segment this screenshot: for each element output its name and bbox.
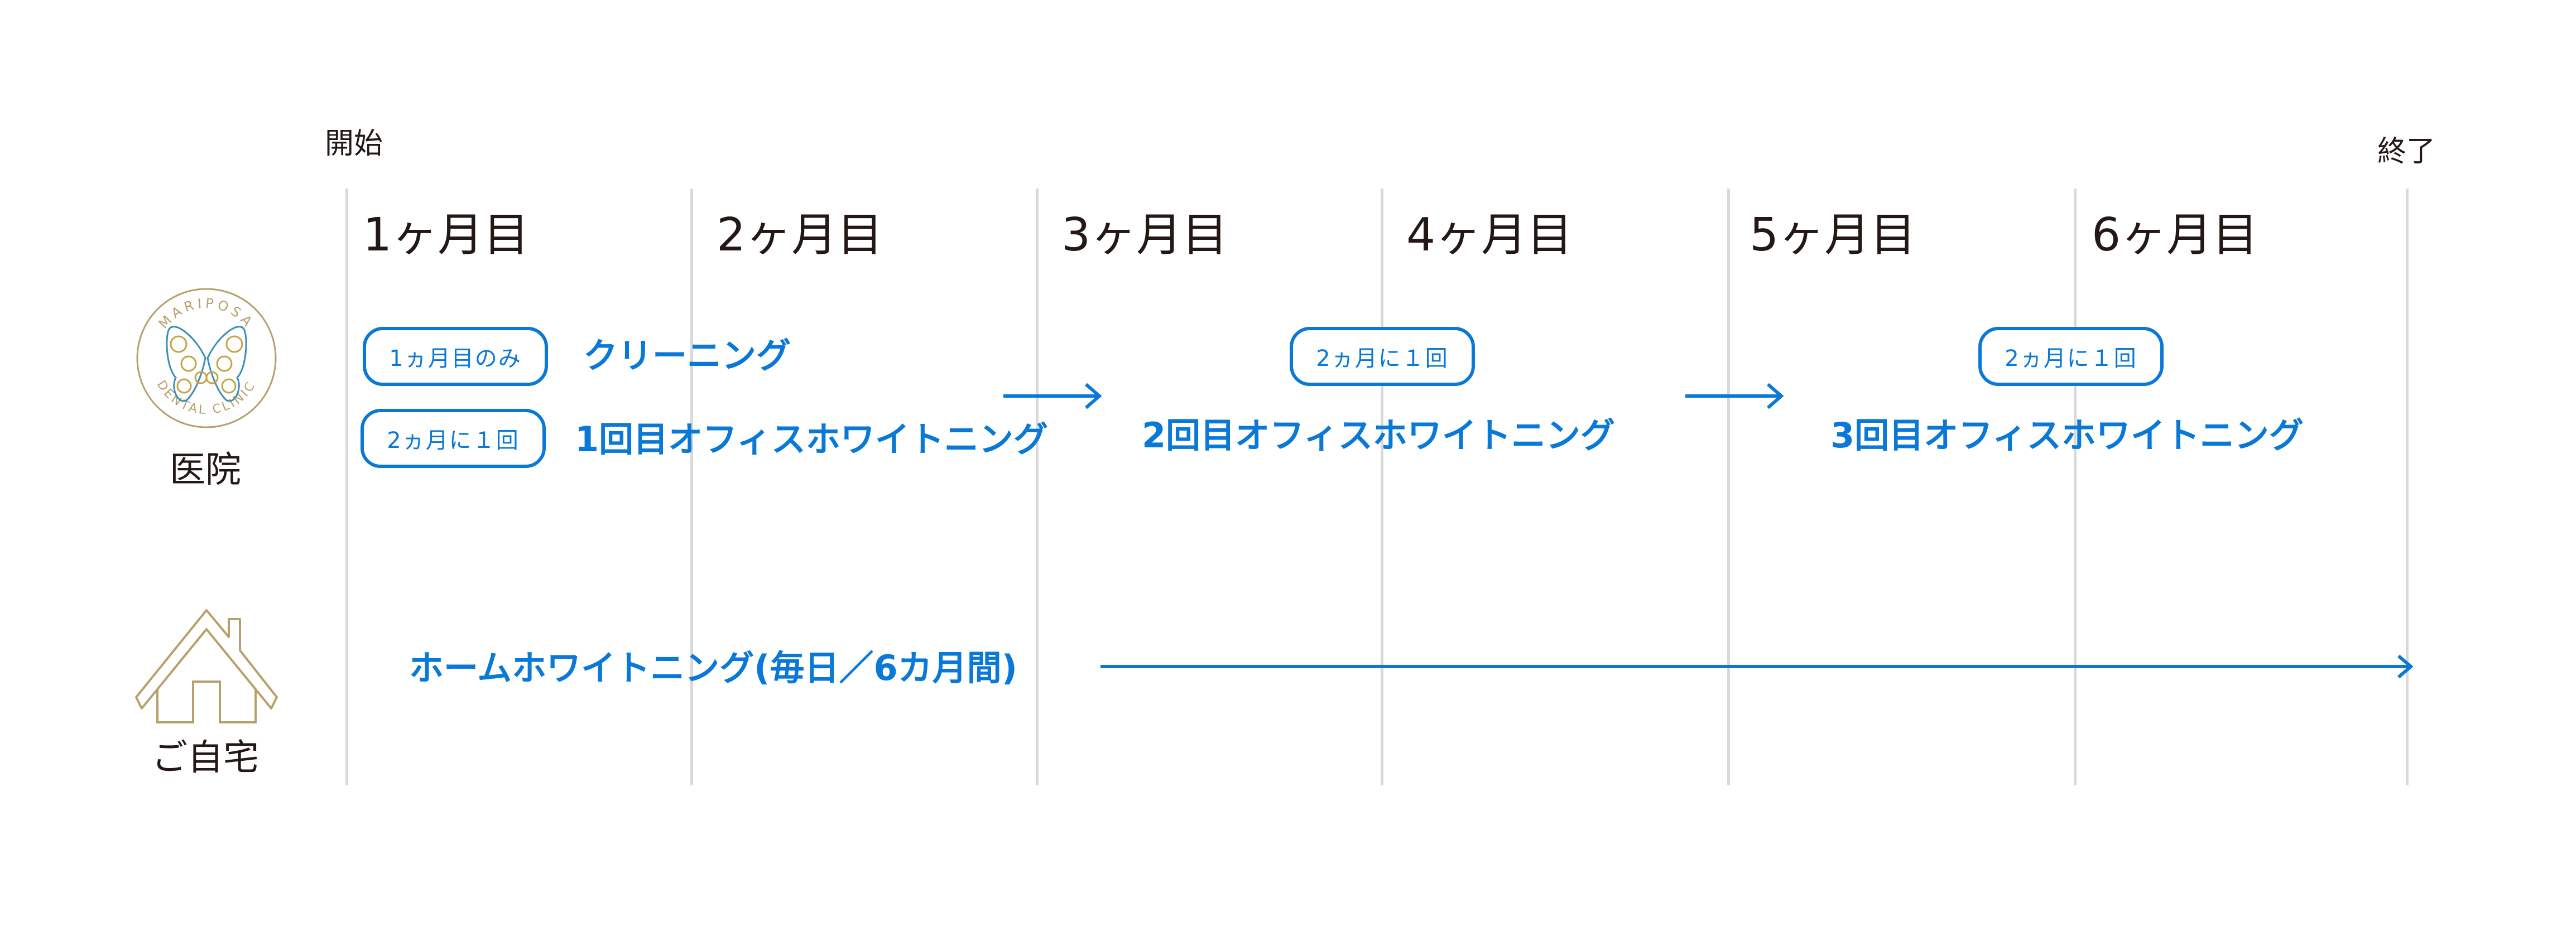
month-divider [1727,189,1730,785]
clinic-logo: MARIPOSA DENTAL CLINIC [136,288,277,428]
start-label: 開始 [325,127,383,161]
svg-text:MARIPOSA: MARIPOSA [156,296,257,332]
frequency-badge: 2ヵ月に１回 [1290,327,1475,386]
arrow-right-icon [1003,383,1102,409]
end-divider [2406,189,2409,785]
frequency-badge: 1ヵ月目のみ [363,327,548,386]
month-divider [1381,189,1383,785]
month-divider [2074,189,2077,785]
month-label: 3ヶ月目 [1061,209,1228,262]
office-whitening-2-label: 2回目オフィスホワイトニング [1142,415,1615,456]
month-divider [690,189,693,785]
month-divider [345,189,348,785]
office-whitening-3-label: 3回目オフィスホワイトニング [1830,415,2304,456]
month-label: 5ヶ月目 [1750,209,1916,262]
clinic-label: 医院 [170,450,241,491]
svg-text:DENTAL CLINIC: DENTAL CLINIC [154,378,259,417]
month-label: 6ヶ月目 [2092,209,2258,262]
home-label: ご自宅 [152,737,259,779]
month-label: 1ヶ月目 [363,209,530,262]
arrow-right-icon [1100,654,2414,679]
arrow-right-icon [1685,383,1784,409]
frequency-badge: 2ヵ月に１回 [361,409,546,468]
frequency-badge: 2ヵ月に１回 [1978,327,2164,386]
office-whitening-1-label: 1回目オフィスホワイトニング [575,419,1048,460]
house-icon [135,609,278,723]
month-label: 2ヶ月目 [717,209,883,262]
home-whitening-label: ホームホワイトニング(毎日／6カ月間) [409,648,1017,688]
cleaning-label: クリーニング [583,335,791,376]
month-divider [1036,189,1039,785]
month-label: 4ヶ月目 [1406,209,1573,262]
end-label: 終了 [2377,135,2436,168]
